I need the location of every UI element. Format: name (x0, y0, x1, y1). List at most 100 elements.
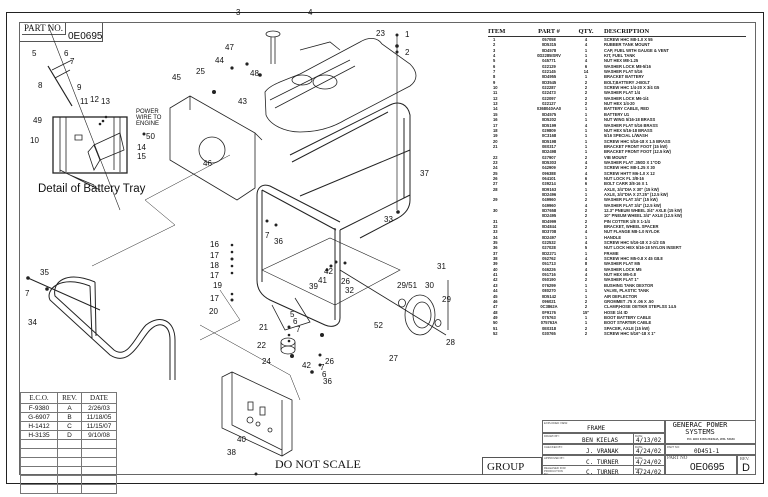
drawing-border-outer (6, 12, 764, 484)
control-panel (221, 371, 293, 457)
description: SCREW HHC 5/16-18 X 1.5 BRASS (604, 138, 671, 144)
description: SCREW HHC M8-1.0 X 55 (604, 37, 653, 42)
item-number: 13 (493, 101, 498, 107)
fuel-cap (265, 30, 281, 64)
approved-date: 4/24/02 (636, 459, 662, 466)
description: CAP, FUEL WITH GAUGE & VENT (604, 47, 669, 53)
rev-value: D (742, 462, 750, 474)
part-number: 0D4578 (541, 47, 557, 53)
rev-cell (737, 455, 756, 475)
callout-48: 48 (250, 69, 259, 78)
part-no-cell (665, 455, 737, 475)
description: SCREW HHC M5-0.8 X 45 G8.8 (604, 256, 663, 262)
quantity: 2 (584, 95, 588, 101)
battery-j-bolt (47, 65, 73, 107)
revision-date (81, 475, 117, 485)
part-number: 0D5199 (541, 122, 557, 128)
parts-list-header: ITEM PART # QTY. DESCRIPTION (488, 28, 746, 37)
part-no-small-label: PART NO: (667, 445, 680, 449)
part-number: 0D3708 (541, 229, 557, 235)
callout-2: 2 (405, 48, 410, 57)
revision-date: 2/26/03 (81, 403, 117, 413)
quantity: 4 (584, 58, 588, 64)
quantity: 4 (584, 42, 588, 48)
callout-5: 5 (32, 49, 37, 58)
quantity: 4 (584, 37, 588, 42)
quantity: 1 (584, 143, 588, 149)
fuel-tank (264, 38, 417, 133)
front-foot (271, 297, 311, 355)
quantity: 4 (584, 272, 588, 278)
quantity: 4 (584, 122, 588, 128)
quantity: 1 (584, 320, 588, 326)
revision-row (20, 484, 117, 494)
quantity: 2 (584, 330, 588, 336)
item-number: 5 (493, 58, 496, 64)
part-number: 096388 (542, 170, 556, 176)
description: WASHER FLAT .350D X 1"OD (604, 159, 661, 165)
callout-11: 11 (80, 97, 89, 106)
part-number: 049960 (542, 197, 556, 203)
revision-row (20, 475, 117, 485)
item-number: 4 (493, 53, 496, 59)
item-number: 22 (493, 154, 498, 160)
item-number: 31 (493, 218, 498, 224)
description: WASHER FLAT 1" (604, 277, 639, 283)
battery-tray-caption: Detail of Battery Tray (38, 183, 146, 195)
part-number: 0D2497 (541, 234, 557, 240)
item-number: 47 (493, 304, 498, 310)
part-number: 022127 (542, 101, 556, 107)
callout-4: 4 (308, 8, 313, 17)
quantity: 4 (584, 229, 588, 235)
part-number: 0D5202 (541, 117, 557, 123)
quantity: 1 (584, 314, 588, 320)
item-number: 34 (493, 234, 498, 240)
quantity: 6 (584, 181, 588, 187)
part-number: 039214 (542, 181, 556, 187)
part-number: 096021 (542, 298, 556, 304)
quantity: 1 (584, 191, 588, 197)
description: BOLT CARR 3/8-16 X 1 (604, 181, 648, 187)
eco-number (20, 448, 58, 458)
item-number: 24 (493, 165, 498, 171)
item-number: 29 (493, 197, 498, 203)
description: 5/16 SPECIAL L/WASH (604, 133, 648, 139)
item-number: 39 (493, 261, 498, 267)
part-number: 0D9163 (541, 186, 557, 192)
callout-29-51: 29/51 (397, 281, 418, 290)
revision-header: E.C.O. REV. DATE (20, 392, 117, 404)
quantity: 1 (584, 293, 588, 299)
item-number: 15 (493, 111, 498, 117)
callout-17: 17 (210, 271, 219, 280)
callout-29: 29 (442, 295, 451, 304)
eco-number (20, 439, 58, 449)
header-qty: QTY. (578, 28, 594, 35)
callout-30: 30 (425, 281, 434, 290)
part-number: 022473 (542, 90, 556, 96)
quantity: 1 (584, 117, 588, 123)
part-number: 076299 (542, 282, 556, 288)
group-label: GROUP (482, 457, 542, 475)
quantity: 1 (584, 133, 588, 139)
description: WASHER FLAT 3/4" (15 kW) (604, 197, 658, 203)
item-number: 6 (493, 63, 496, 69)
air-deflector (169, 95, 263, 201)
quantity: 2 (584, 208, 588, 213)
revision-date (81, 448, 117, 458)
item-number: 37 (493, 250, 498, 256)
quantity: 4 (584, 159, 588, 165)
